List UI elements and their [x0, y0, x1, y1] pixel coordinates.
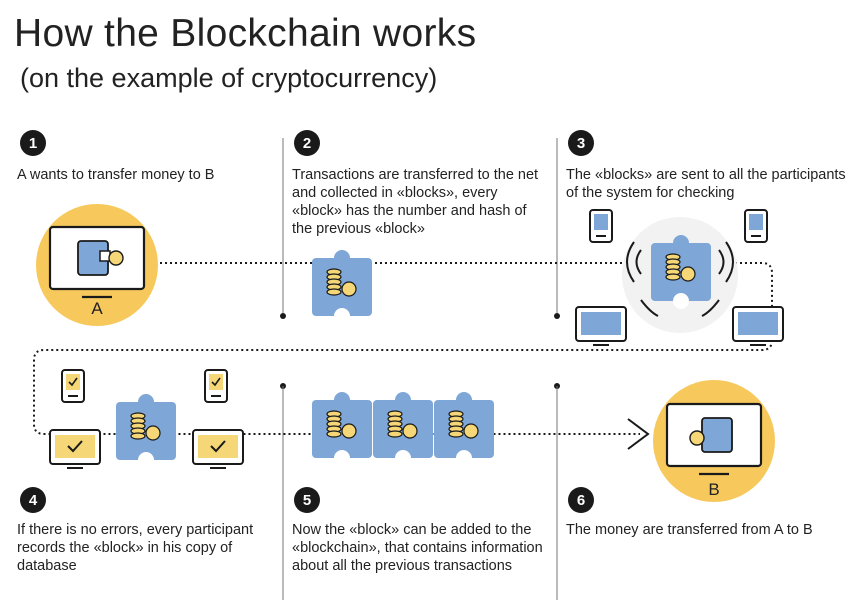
flow-path — [33, 262, 773, 435]
broadcast-group — [575, 209, 784, 346]
step-3-text: The «blocks» are sent to all the partici… — [566, 167, 846, 201]
receiver-label: B — [708, 480, 720, 499]
step-2-number: 2 — [294, 130, 320, 156]
step-5-text: Now the «block» can be added to the «blo… — [292, 522, 543, 574]
step-6-text: The money are transferred from A to B — [566, 522, 813, 538]
step-3-number: 3 — [568, 130, 594, 156]
participants-record — [49, 369, 244, 469]
step-4-number: 4 — [20, 487, 46, 513]
step-1-number: 1 — [20, 130, 46, 156]
block-step2 — [312, 250, 372, 324]
page-subtitle: (on the example of cryptocurrency) — [20, 63, 438, 93]
page-title: How the Blockchain works — [14, 12, 477, 55]
step-1-text: A wants to transfer money to B — [17, 167, 215, 183]
step-6-number: 6 — [568, 487, 594, 513]
arrow-head — [627, 418, 650, 450]
sender-a-screen — [36, 204, 158, 326]
receiver-b-screen — [653, 380, 775, 502]
column-separators — [280, 138, 560, 600]
step-2-text: Transactions are transferred to the net … — [292, 167, 539, 237]
sender-label: A — [91, 299, 103, 318]
step-5-number: 5 — [294, 487, 320, 513]
blockchain-chain — [312, 392, 494, 466]
step-4-text: If there is no errors, every participant… — [17, 522, 254, 574]
